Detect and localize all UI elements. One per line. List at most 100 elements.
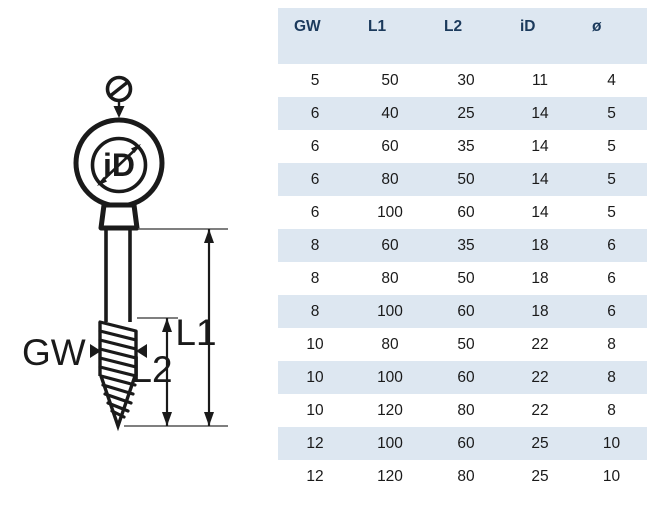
table-cell: 60 [352,130,428,163]
table-cell: 100 [352,196,428,229]
table-cell: 6 [576,229,647,262]
table-cell: 50 [428,262,504,295]
table-cell: 60 [428,427,504,460]
l1-dimension-arrow-icon [204,229,214,426]
table-cell: 14 [504,196,576,229]
table-cell: 6 [278,130,352,163]
table-cell: 100 [352,427,428,460]
table-cell: 5 [576,163,647,196]
table-header-row: GW L1 L2 iD ø [278,8,647,64]
table-cell: 10 [278,328,352,361]
table-cell: 120 [352,394,428,427]
outer-diameter-leader-arrow-icon [113,101,125,118]
table-cell: 14 [504,97,576,130]
column-header-l2-label: L2 [444,18,463,35]
table-cell: 6 [576,295,647,328]
table-cell: 18 [504,229,576,262]
table-cell: 8 [278,295,352,328]
table-cell: 50 [428,163,504,196]
table-cell: 80 [352,163,428,196]
table-cell: 5 [576,130,647,163]
eye-ring-inner-hole [90,136,148,194]
table-header: GW L1 L2 iD ø [278,8,647,64]
table-cell: 80 [428,460,504,493]
table-cell: 6 [576,262,647,295]
table-cell: 120 [352,460,428,493]
total-length-label: L1 [175,312,216,353]
table-cell: 60 [352,229,428,262]
table-cell: 8 [576,361,647,394]
column-header-id-label: iD [520,18,536,35]
table-cell: 5 [576,97,647,130]
table-cell: 60 [428,196,504,229]
l2-dimension-arrow-icon [162,318,172,426]
outer-diameter-symbol-icon [105,75,133,103]
column-header-id: iD [504,8,576,64]
table-cell: 5 [576,196,647,229]
table-cell: 80 [352,262,428,295]
table-cell: 100 [352,295,428,328]
table-cell: 8 [576,328,647,361]
table-cell: 22 [504,361,576,394]
column-header-l2: L2 [428,8,504,64]
table-cell: 5 [278,64,352,97]
table-cell: 14 [504,163,576,196]
table-cell: 8 [576,394,647,427]
table-cell: 12 [278,427,352,460]
table-cell: 60 [428,295,504,328]
table-cell: 4 [576,64,647,97]
table-cell: 18 [504,295,576,328]
inner-diameter-label: iD [103,147,135,183]
eye-bolt-collar [98,202,140,231]
table-cell: 11 [504,64,576,97]
column-header-diameter-label: ø [592,18,602,35]
table-cell: 35 [428,130,504,163]
column-header-gw-label: GW [294,18,321,35]
table-cell: 18 [504,262,576,295]
table-cell: 30 [428,64,504,97]
table-cell: 50 [352,64,428,97]
table-cell: 8 [278,229,352,262]
thread-size-arrows-icon [90,344,147,358]
table-cell: 60 [428,361,504,394]
table-cell: 35 [428,229,504,262]
table-cell: 25 [428,97,504,130]
thread-length-label: L2 [131,349,172,390]
table-cell: 25 [504,427,576,460]
table-cell: 22 [504,394,576,427]
table-cell: 14 [504,130,576,163]
column-header-diameter: ø [576,8,647,64]
table-cell: 50 [428,328,504,361]
table-cell: 25 [504,460,576,493]
column-header-l1-label: L1 [368,18,387,35]
table-cell: 10 [576,427,647,460]
table-cell: 10 [576,460,647,493]
column-header-l1: L1 [352,8,428,64]
table-cell: 80 [352,328,428,361]
table-cell: 12 [278,460,352,493]
column-header-gw: GW [278,8,352,64]
eye-bolt-diagram: iD [22,75,228,432]
table-cell: 10 [278,394,352,427]
table-cell: 22 [504,328,576,361]
table-cell: 8 [278,262,352,295]
table-cell: 6 [278,97,352,130]
table-cell: 100 [352,361,428,394]
table-cell: 10 [278,361,352,394]
